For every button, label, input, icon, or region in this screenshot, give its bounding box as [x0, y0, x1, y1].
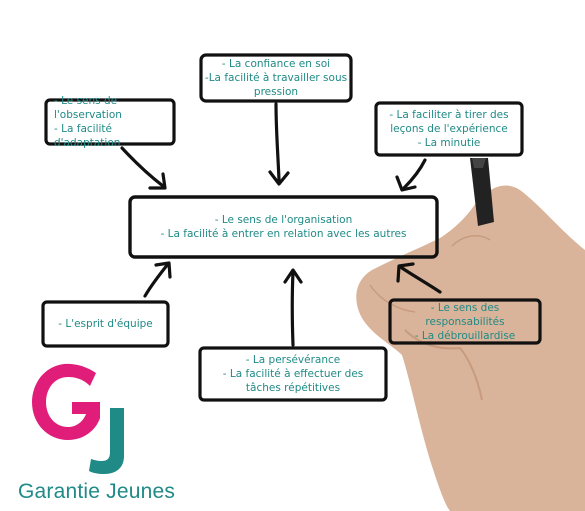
node-center: - Le sens de l'organisation - La facilit…	[130, 197, 437, 257]
node-bottom-line-1: - La persévérance	[245, 354, 341, 366]
node-top-right-line-2: leçons de l'expérience	[390, 123, 508, 135]
hand-illustration	[356, 158, 585, 511]
node-bottom-left-line-1: - L'esprit d'équipe	[58, 318, 153, 330]
node-top-line-3: pression	[253, 86, 299, 98]
node-top-left-line-2: - La facilité d'adaptation	[54, 123, 121, 149]
logo-mark	[32, 363, 124, 474]
arrow-bottom-left-to-center	[143, 261, 172, 298]
node-top-left-line-1: - Le sens de l'observation	[54, 95, 122, 121]
node-bottom-left: - L'esprit d'équipe	[43, 302, 168, 346]
node-top-line-2: -La facilité à travailler sous	[204, 72, 348, 84]
node-bottom-right: - Le sens des responsabilités - La débro…	[390, 300, 540, 343]
arrow-top-left-to-center	[120, 146, 167, 190]
node-top-right-box	[374, 101, 524, 157]
node-bottom-right-line-2: - La débrouillardise	[414, 329, 516, 342]
node-top-left-box	[44, 98, 176, 146]
node-top-right: - La faciliter à tirer des leçons de l'e…	[376, 103, 522, 155]
node-center-box	[128, 195, 439, 259]
logo-text: Garantie Jeunes	[18, 480, 176, 503]
node-top-left: - Le sens de l'observation - La facilité…	[46, 95, 174, 149]
logo-j-shape	[89, 408, 124, 474]
node-top-right-line-3: - La minutie	[417, 137, 481, 149]
node-bottom-right-box	[388, 298, 542, 345]
node-bottom: - La persévérance - La facilité à effect…	[200, 348, 386, 400]
arrow-top-to-center	[268, 102, 290, 186]
node-bottom-right-line-1: - Le sens des responsabilités	[425, 301, 505, 328]
node-top-line-1: - La confiance en soi	[221, 58, 331, 70]
logo-g-shape	[32, 363, 100, 440]
node-top-box	[199, 53, 353, 103]
node-bottom-left-box	[41, 300, 170, 348]
node-top: - La confiance en soi -La facilité à tra…	[201, 55, 351, 101]
node-bottom-line-2: - La facilité à effectuer des	[222, 368, 364, 380]
arrow-bottom-right-to-center	[396, 262, 442, 294]
node-center-line-2: - La facilité à entrer en relation avec …	[160, 228, 407, 240]
node-bottom-line-3: tâches répétitives	[245, 382, 341, 394]
arrow-top-right-to-center	[395, 158, 427, 192]
node-center-line-1: - Le sens de l'organisation	[214, 214, 353, 226]
node-bottom-box	[198, 346, 388, 402]
arrow-bottom-to-center	[283, 268, 303, 347]
node-top-right-line-1: - La faciliter à tirer des	[389, 109, 509, 121]
